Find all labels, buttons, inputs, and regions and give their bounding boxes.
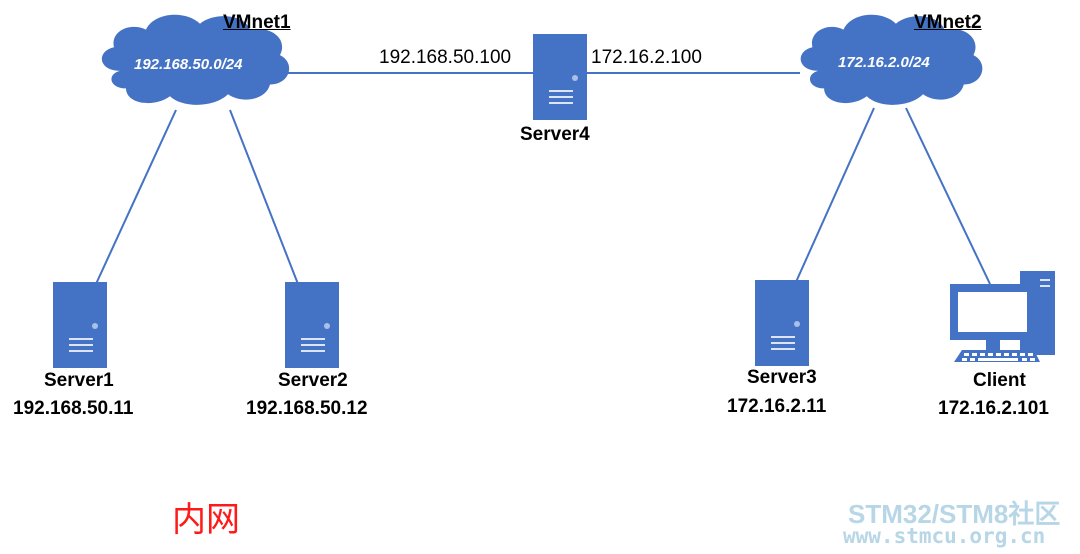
server2-icon: [285, 282, 339, 368]
server4-icon: [533, 34, 587, 120]
server3-ip: 172.16.2.11: [727, 396, 827, 417]
server4-name: Server4: [520, 124, 590, 145]
server3-name: Server3: [747, 367, 817, 388]
watermark-url: www.stmcu.org.cn: [843, 524, 1046, 548]
server1-name: Server1: [44, 370, 114, 391]
server1-icon: [53, 282, 107, 368]
client-ip: 172.16.2.101: [938, 398, 1049, 419]
vmnet1-subnet: 192.168.50.0/24: [134, 56, 243, 73]
server3-icon: [755, 280, 809, 366]
vmnet1-title: VMnet1: [223, 12, 291, 33]
server2-ip: 192.168.50.12: [246, 398, 368, 419]
server4-left-ip: 192.168.50.100: [379, 47, 512, 68]
watermark-title: STM32/STM8社区: [848, 499, 1061, 529]
link-vmnet1-server1: [95, 109, 177, 285]
link-vmnet2-server3: [795, 107, 875, 283]
server1-ip: 192.168.50.11: [13, 398, 134, 419]
intranet-label: 内网: [172, 501, 240, 539]
server2-name: Server2: [278, 370, 348, 391]
vmnet2-subnet: 172.16.2.0/24: [838, 54, 930, 71]
server4-right-ip: 172.16.2.100: [591, 47, 702, 68]
client-name: Client: [973, 370, 1026, 391]
link-vmnet1-server2: [229, 109, 299, 285]
vmnet2-title: VMnet2: [914, 12, 982, 33]
link-vmnet2-client: [905, 107, 991, 285]
client-computer-icon: [950, 271, 1055, 362]
